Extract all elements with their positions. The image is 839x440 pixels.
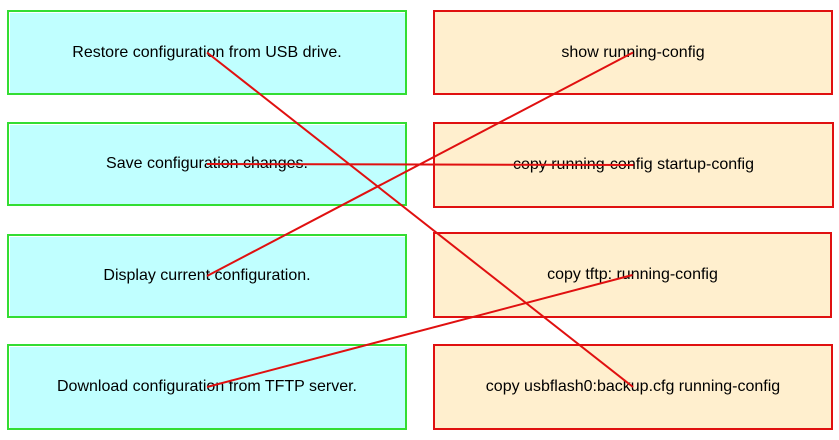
task-box-display-config[interactable]: Display current configuration. [7,234,407,318]
task-box-restore-usb[interactable]: Restore configuration from USB drive. [7,10,407,95]
task-label: Restore configuration from USB drive. [72,43,342,61]
command-box-copy-run-start[interactable]: copy running-config startup-config [433,122,834,208]
command-label: show running-config [561,43,705,61]
command-box-show-running[interactable]: show running-config [433,10,833,95]
task-label: Save configuration changes. [106,155,308,172]
task-label: Download configuration from TFTP server. [57,378,357,395]
task-box-download-tftp[interactable]: Download configuration from TFTP server. [7,344,407,430]
command-label: copy usbflash0:backup.cfg running-config [485,378,781,395]
command-box-copy-usbflash[interactable]: copy usbflash0:backup.cfg running-config [433,344,833,430]
connector-line-0 [206,51,634,388]
command-label: copy running-config startup-config [512,156,755,173]
command-box-copy-tftp[interactable]: copy tftp: running-config [433,232,832,318]
task-box-save-changes[interactable]: Save configuration changes. [7,122,407,206]
command-label: copy tftp: running-config [547,266,718,283]
task-label: Display current configuration. [103,267,311,284]
